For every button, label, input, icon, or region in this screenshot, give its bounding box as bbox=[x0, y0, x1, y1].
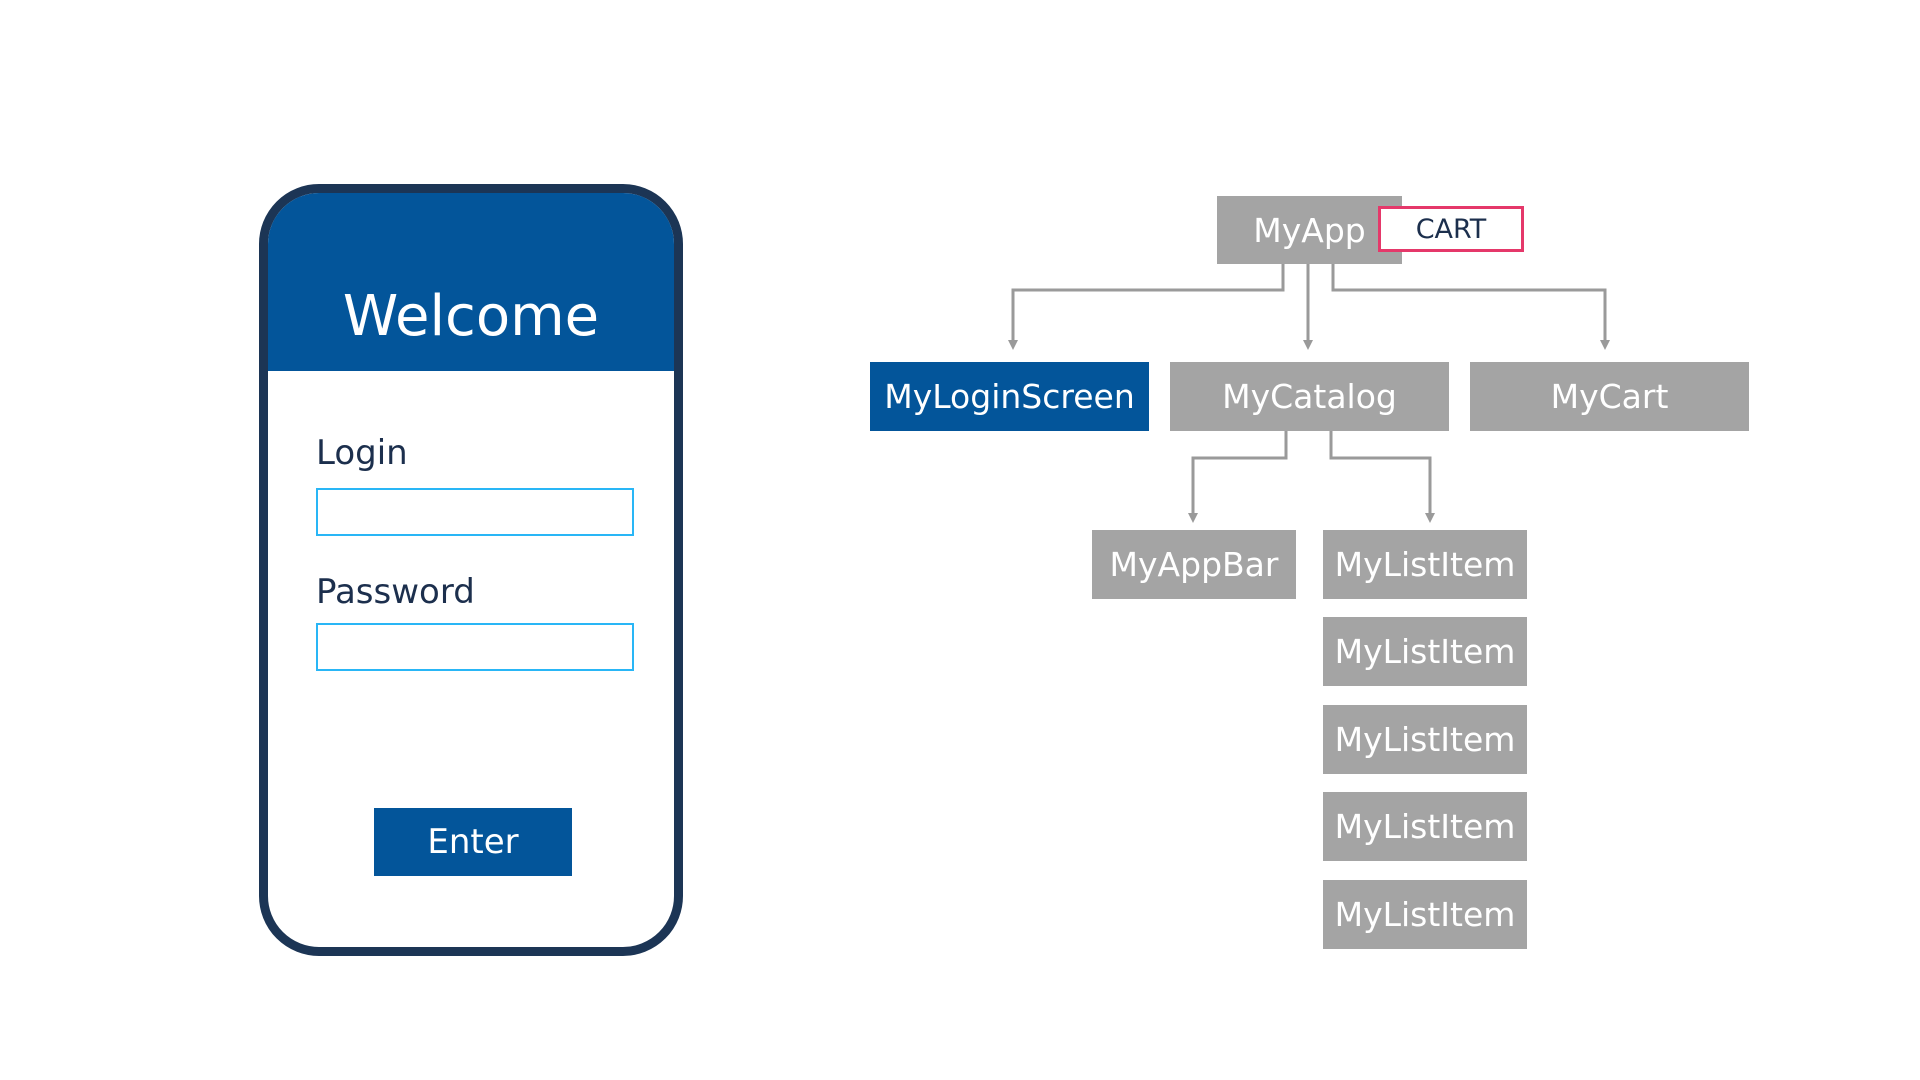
node-mycart: MyCart bbox=[1470, 362, 1749, 431]
cart-tag-label: CART bbox=[1415, 213, 1487, 245]
node-mycatalog-label: MyCatalog bbox=[1222, 377, 1397, 416]
connector-catalog-to-listitem bbox=[1329, 431, 1435, 523]
node-mylistitem-label: MyListItem bbox=[1334, 895, 1516, 934]
node-mylistitem-label: MyListItem bbox=[1334, 545, 1516, 584]
node-mylistitem: MyListItem bbox=[1323, 617, 1527, 686]
welcome-title: Welcome bbox=[342, 284, 600, 349]
node-mylistitem: MyListItem bbox=[1323, 880, 1527, 949]
connector-app-to-login bbox=[1008, 264, 1285, 350]
connector-catalog-to-appbar bbox=[1188, 431, 1288, 523]
node-mycart-label: MyCart bbox=[1550, 377, 1669, 416]
node-mylistitem-label: MyListItem bbox=[1334, 807, 1516, 846]
cart-state-tag: CART bbox=[1378, 206, 1524, 252]
login-input[interactable] bbox=[316, 488, 634, 536]
node-myapp-label: MyApp bbox=[1253, 210, 1366, 250]
node-mycatalog: MyCatalog bbox=[1170, 362, 1449, 431]
node-mylistitem: MyListItem bbox=[1323, 705, 1527, 774]
node-mylistitem-label: MyListItem bbox=[1334, 632, 1516, 671]
connector-app-to-cart bbox=[1331, 264, 1610, 350]
node-myloginscreen: MyLoginScreen bbox=[870, 362, 1149, 431]
password-input[interactable] bbox=[316, 623, 634, 671]
node-myappbar-label: MyAppBar bbox=[1109, 545, 1279, 584]
phone-header: Welcome bbox=[268, 193, 674, 371]
login-label: Login bbox=[316, 433, 408, 473]
phone-mockup: Welcome Login Password Enter bbox=[259, 184, 683, 956]
password-label: Password bbox=[316, 572, 475, 612]
enter-button[interactable]: Enter bbox=[374, 808, 572, 876]
node-myappbar: MyAppBar bbox=[1092, 530, 1296, 599]
node-mylistitem-label: MyListItem bbox=[1334, 720, 1516, 759]
node-myapp: MyApp bbox=[1217, 196, 1402, 264]
node-myloginscreen-label: MyLoginScreen bbox=[884, 377, 1135, 416]
node-mylistitem: MyListItem bbox=[1323, 792, 1527, 861]
node-mylistitem: MyListItem bbox=[1323, 530, 1527, 599]
